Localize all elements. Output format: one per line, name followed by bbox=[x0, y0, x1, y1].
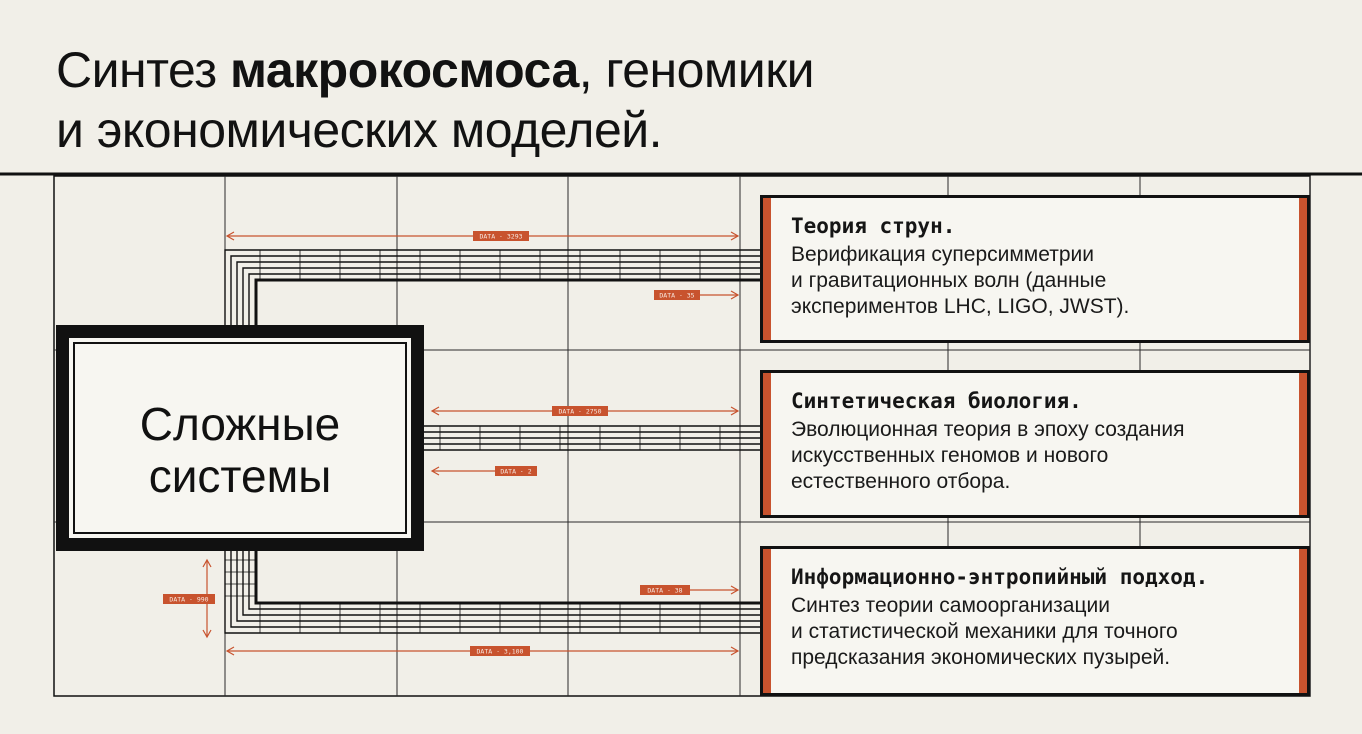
bus-top-ticks bbox=[259, 250, 741, 280]
card-body-line: Синтез теории самоорганизации bbox=[791, 594, 1110, 617]
page-title: Синтез макрокосмоса, геномики и экономич… bbox=[56, 40, 815, 160]
data-tag-5: DATA · 38 bbox=[640, 585, 690, 595]
card-body-line: искусственных геномов и нового bbox=[791, 444, 1109, 467]
card-string-theory: Теория струн. Верификация суперсимметрии… bbox=[760, 195, 1310, 343]
card-body: Эволюционная теория в эпоху создания иск… bbox=[791, 417, 1287, 495]
data-tag-4-text: DATA · 2 bbox=[500, 468, 531, 476]
hub-label: Сложные системы bbox=[69, 398, 411, 502]
card-body-line: и гравитационных волн (данные bbox=[791, 269, 1107, 292]
hub-box: Сложные системы bbox=[56, 325, 424, 551]
bus-bottom-ticks bbox=[225, 559, 741, 633]
bus-bottom bbox=[224, 551, 760, 634]
bus-middle-ticks bbox=[439, 426, 721, 450]
card-body-line: экспериментов LHC, LIGO, JWST). bbox=[791, 295, 1130, 318]
data-tag-1-text: DATA · 3293 bbox=[479, 233, 522, 241]
data-tag-4: DATA · 2 bbox=[495, 466, 537, 476]
card-body-line: Эволюционная теория в эпоху создания bbox=[791, 418, 1185, 441]
data-tag-7-text: DATA · 990 bbox=[169, 596, 208, 604]
title-line-1: Синтез макрокосмоса, геномики bbox=[56, 40, 815, 100]
data-tag-3: DATA · 2750 bbox=[552, 406, 608, 416]
card-title: Теория струн. bbox=[791, 214, 956, 238]
data-tag-2: DATA · 35 bbox=[654, 290, 700, 300]
card-body-line: предсказания экономических пузырей. bbox=[791, 646, 1171, 669]
title-post: , геномики bbox=[578, 42, 815, 98]
hub-label-line-2: системы bbox=[148, 450, 332, 502]
data-tag-5-text: DATA · 38 bbox=[647, 587, 682, 595]
title-pre: Синтез bbox=[56, 42, 231, 98]
card-title: Информационно-энтропийный подход. bbox=[791, 565, 1209, 589]
card-body-line: естественного отбора. bbox=[791, 470, 1011, 493]
card-body: Верификация суперсимметрии и гравитацион… bbox=[791, 242, 1287, 320]
data-tag-3-text: DATA · 2750 bbox=[558, 408, 601, 416]
data-tag-1: DATA · 3293 bbox=[473, 231, 529, 241]
card-synthetic-biology: Синтетическая биология. Эволюционная тео… bbox=[760, 370, 1310, 518]
data-tag-6-text: DATA · 3,100 bbox=[477, 648, 524, 656]
data-tag-6: DATA · 3,100 bbox=[470, 646, 530, 656]
bus-middle bbox=[424, 425, 760, 451]
title-bold: макрокосмоса bbox=[230, 42, 579, 98]
title-line-2: и экономических моделей. bbox=[56, 102, 663, 158]
data-tag-7: DATA · 990 bbox=[163, 594, 215, 604]
data-tag-2-text: DATA · 35 bbox=[659, 292, 694, 300]
card-body: Синтез теории самоорганизации и статисти… bbox=[791, 593, 1287, 671]
card-body-line: и статистической механики для точного bbox=[791, 620, 1178, 643]
card-title: Синтетическая биология. bbox=[791, 389, 1082, 413]
bus-top bbox=[224, 249, 760, 325]
hub-label-line-1: Сложные bbox=[139, 398, 341, 450]
card-body-line: Верификация суперсимметрии bbox=[791, 243, 1094, 266]
card-information-entropy: Информационно-энтропийный подход. Синтез… bbox=[760, 546, 1310, 696]
